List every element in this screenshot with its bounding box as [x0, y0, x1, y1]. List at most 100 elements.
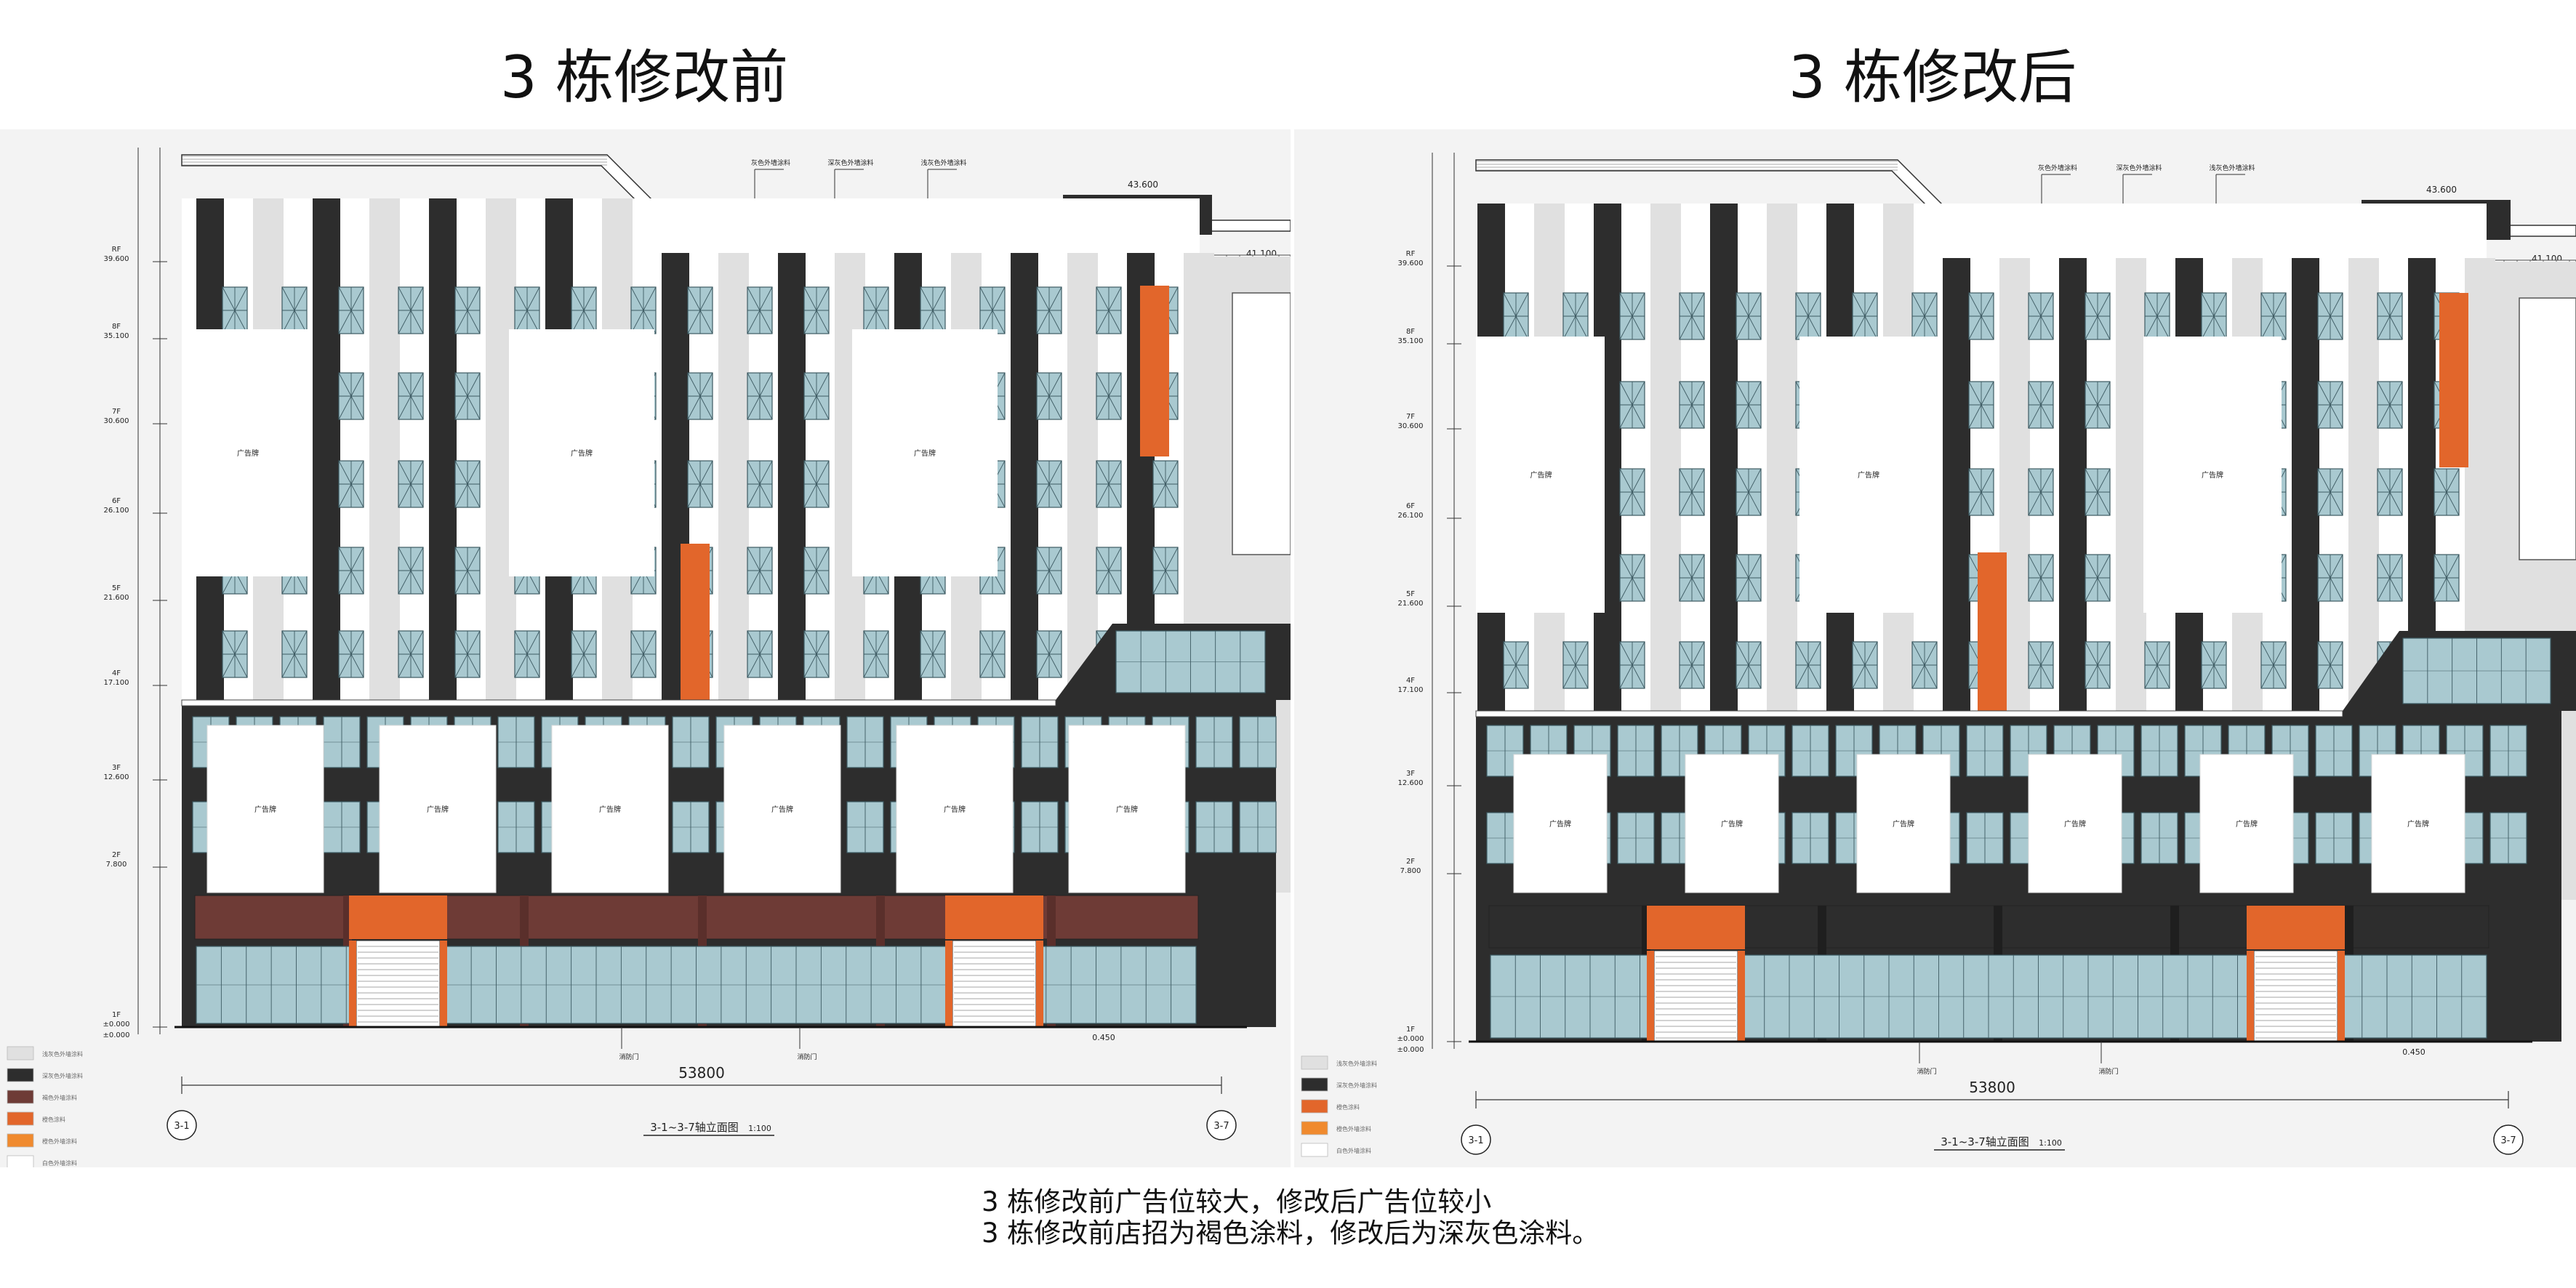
window-pane [863, 630, 889, 678]
ground-elevation: ±0.000 [1397, 1046, 1424, 1054]
window-pane [1619, 292, 1645, 340]
podium-glazing [2315, 725, 2353, 777]
podium-glazing [1791, 812, 1829, 864]
window-pane [1503, 641, 1529, 689]
ad-board-upper [2143, 337, 2282, 613]
window-pane [454, 286, 481, 334]
floor-elevation: 39.600 [1398, 259, 1424, 267]
window-pane [2028, 381, 2054, 429]
window-pane [920, 630, 946, 678]
orange-accent-strip [681, 544, 710, 700]
legend-label: 白色外墙涂料 [42, 1159, 77, 1167]
ad-board-podium [206, 725, 324, 893]
window-pane [803, 372, 830, 420]
window-pane [1096, 460, 1122, 508]
door-label: 消防门 [2098, 1067, 2118, 1076]
facade-pier [2116, 258, 2146, 711]
window-pane [2317, 641, 2343, 689]
podium-glazing [672, 716, 710, 768]
floor-label: 8F [112, 323, 121, 331]
legend-label: 褐色外墙涂料 [42, 1094, 77, 1101]
facade-pier [778, 253, 806, 700]
legend-label: 深灰色外墙涂料 [42, 1072, 83, 1079]
facade-pier [369, 198, 400, 700]
podium-glazing [1195, 801, 1233, 853]
ad-board-label: 广告牌 [914, 448, 936, 458]
ad-board-upper [1799, 337, 1938, 613]
step-elevation-label: 0.450 [2402, 1047, 2425, 1057]
window-pane [687, 286, 713, 334]
roller-door [2253, 950, 2338, 1042]
window-pane [454, 460, 481, 508]
window-pane [2377, 381, 2403, 429]
window-pane [1852, 641, 1878, 689]
orange-accent-strip [1140, 286, 1169, 456]
facade-pier [313, 198, 340, 700]
ad-board-upper [1477, 337, 1605, 613]
window-pane [2377, 554, 2403, 602]
ad-board-label: 广告牌 [427, 805, 449, 814]
window-pane [1911, 641, 1938, 689]
drawing-title: 3-1~3-7轴立面图 [1941, 1135, 2029, 1148]
floor-elevation: 30.600 [104, 417, 129, 425]
floor-label: 8F [1406, 328, 1415, 336]
window-pane [338, 372, 364, 420]
podium-glazing [323, 801, 361, 853]
floor-label: 3F [112, 764, 121, 772]
window-pane [1152, 547, 1179, 595]
podium-glazing [2315, 812, 2353, 864]
window-pane [398, 630, 424, 678]
ad-board-label: 广告牌 [771, 805, 793, 814]
window-pane [2085, 381, 2111, 429]
roller-door [1653, 950, 1738, 1042]
ad-board-label: 广告牌 [1858, 470, 1879, 480]
window-pane [1619, 381, 1645, 429]
window-pane [803, 460, 830, 508]
window-pane [222, 286, 248, 334]
axis-bubble-left [166, 1110, 197, 1140]
legend-swatch [1301, 1099, 1328, 1114]
axis-bubble-left [1461, 1124, 1491, 1155]
window-pane [514, 630, 540, 678]
window-pane [338, 547, 364, 595]
top-elevation-label: 43.600 [1128, 180, 1158, 190]
window-pane [2144, 641, 2170, 689]
window-pane [2201, 641, 2227, 689]
window-pane [979, 286, 1006, 334]
callout-label: 浅灰色外墙涂料 [2209, 164, 2255, 172]
door-jamb [349, 941, 356, 1027]
window-pane [2433, 468, 2460, 516]
window-pane [687, 372, 713, 420]
floor-elevation: 17.100 [104, 679, 129, 687]
ad-board-podium [2371, 754, 2465, 893]
ad-board-podium [2028, 754, 2122, 893]
facade-pier [1710, 204, 1738, 711]
window-pane [1679, 641, 1705, 689]
ad-board-label: 广告牌 [2407, 819, 2429, 829]
ad-board-upper [183, 329, 313, 576]
window-pane [338, 460, 364, 508]
window-pane [2085, 554, 2111, 602]
elevation-before-drawing: 43.60041.100灰色外墙涂料深灰色外墙涂料浅灰色外墙涂料广告牌广告牌广告… [0, 129, 1291, 1167]
ad-board-podium [1513, 754, 1608, 893]
legend-swatch [7, 1046, 34, 1060]
floor-band [1475, 710, 2343, 717]
window-pane [2085, 641, 2111, 689]
window-pane [454, 372, 481, 420]
window-pane [2377, 468, 2403, 516]
ad-board-podium [2199, 754, 2294, 893]
window-pane [2433, 554, 2460, 602]
window-pane [2144, 292, 2170, 340]
entrance-sign [349, 895, 447, 939]
floor-label: 5F [112, 584, 121, 592]
door-label: 消防门 [619, 1052, 638, 1061]
facade-pier [1067, 253, 1098, 700]
legend-swatch [7, 1068, 34, 1082]
floor-label: 4F [112, 669, 121, 677]
ad-board-podium [1856, 754, 1951, 893]
door-jamb [440, 941, 447, 1027]
window-pane [1968, 468, 1994, 516]
window-pane [979, 630, 1006, 678]
window-pane [1736, 641, 1762, 689]
window-pane [1036, 630, 1062, 678]
